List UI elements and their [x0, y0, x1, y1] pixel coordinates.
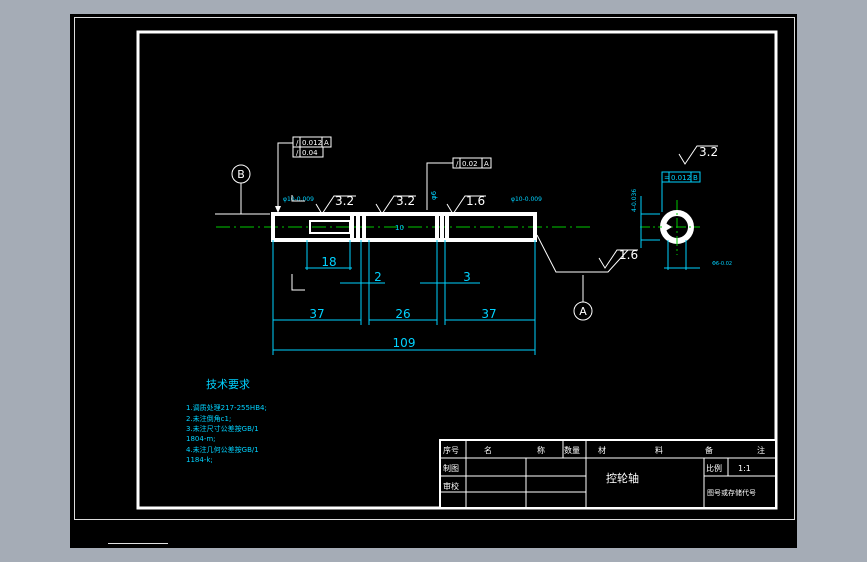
- roughness-2: 3.2: [375, 194, 416, 215]
- dim-109: 109: [393, 336, 416, 350]
- roughness-3: 1.6: [446, 194, 486, 215]
- dim-37-right: 37: [481, 307, 496, 321]
- title-block: [439, 439, 777, 509]
- outer-frame: [74, 17, 795, 520]
- frame-3-leader: [426, 162, 453, 210]
- header-seq: 序号: [443, 445, 459, 455]
- header-material-1: 材: [598, 445, 606, 455]
- roughness-1: 3.2: [315, 194, 356, 215]
- datum-b-label: B: [237, 168, 245, 181]
- scale-value: 1:1: [738, 464, 751, 473]
- section-view: [640, 196, 700, 270]
- status-underline: [108, 543, 168, 544]
- tech-requirements-title: 技术要求: [206, 378, 250, 391]
- note-2: 2.未注倒角c1;: [186, 414, 231, 423]
- keyway: [309, 220, 351, 234]
- frame-4-ref: B: [693, 174, 698, 182]
- dim-3: 3: [463, 270, 471, 284]
- header-qty: 数量: [564, 445, 580, 455]
- frame-3-value: 0.02: [462, 160, 478, 168]
- tech-notes: 1.调质处理217-255HB4; 2.未注倒角c1; 3.未注尺寸公差按GB/…: [186, 403, 267, 464]
- roughness-1-value: 3.2: [335, 194, 354, 208]
- header-name-1: 名: [484, 445, 492, 455]
- diameter-right: φ10-0.009: [511, 196, 542, 203]
- bore-diameter: Φ6-0.02: [712, 261, 732, 267]
- frame-4-symbol: =: [664, 174, 670, 182]
- note-4: 4.未注几何公差按GB/1: [186, 445, 259, 454]
- note-3: 3.未注尺寸公差按GB/1: [186, 424, 259, 433]
- dim-18: 18: [321, 255, 336, 269]
- frame-1-ref: A: [324, 139, 329, 147]
- tolerance-frame-3: / 0.02 A: [452, 157, 492, 169]
- frame-1-leader: [277, 142, 293, 210]
- frame-2-value: 0.04: [302, 149, 318, 157]
- scale-label: 比例: [706, 463, 722, 473]
- note-3b: 1804-m;: [186, 435, 216, 443]
- inner-border: [136, 30, 778, 510]
- tolerance-frame-4: = 0.012 B: [661, 171, 701, 183]
- frame-1-symbol: /: [296, 139, 299, 147]
- note-4b: 1184-k;: [186, 456, 213, 464]
- drawing-number: 图号或存储代号: [707, 488, 756, 497]
- dim-37-left: 37: [309, 307, 324, 321]
- dim-2: 2: [374, 270, 382, 284]
- frame-3-ref: A: [484, 160, 489, 168]
- header-material-2: 料: [655, 445, 663, 455]
- header-remark-2: 注: [757, 445, 765, 455]
- title-header: 序号 名 称 数量 材 料 备 注: [443, 445, 765, 455]
- datum-a-label: A: [579, 305, 587, 318]
- checker-label: 审校: [443, 481, 459, 491]
- datum-a: A: [536, 234, 629, 321]
- diameter-left: φ10-0.009: [283, 196, 314, 203]
- shaft-body: [271, 212, 537, 242]
- tolerance-frame-2: / 0.04: [292, 146, 324, 158]
- part-name: 控轮轴: [606, 471, 639, 485]
- diameter-small: φ6: [430, 190, 438, 200]
- tolerance-frame-1: / 0.012 A: [292, 136, 332, 148]
- roughness-3-value: 1.6: [466, 194, 485, 208]
- roughness-2-value: 3.2: [396, 194, 415, 208]
- header-name-2: 称: [537, 445, 545, 455]
- frame-1-value: 0.012: [302, 139, 322, 147]
- drafter-label: 制图: [443, 463, 459, 473]
- roughness-5: 3.2: [678, 145, 718, 165]
- roughness-4-value: 1.6: [619, 248, 638, 262]
- dimension-lines: [272, 240, 536, 355]
- diameter-mid: 10: [395, 224, 404, 232]
- datum-b: B: [215, 164, 270, 215]
- note-1: 1.调质处理217-255HB4;: [186, 403, 267, 412]
- frame-2-symbol: /: [296, 149, 299, 157]
- frame-4-value: 0.012: [671, 174, 691, 182]
- roughness-4: 1.6: [598, 248, 638, 269]
- dim-26: 26: [395, 307, 410, 321]
- frame-3-symbol: /: [456, 160, 459, 168]
- header-remark-1: 备: [705, 445, 713, 455]
- section-arrows: [291, 195, 305, 291]
- roughness-5-value: 3.2: [699, 145, 718, 159]
- key-depth: 4-0.036: [631, 189, 638, 212]
